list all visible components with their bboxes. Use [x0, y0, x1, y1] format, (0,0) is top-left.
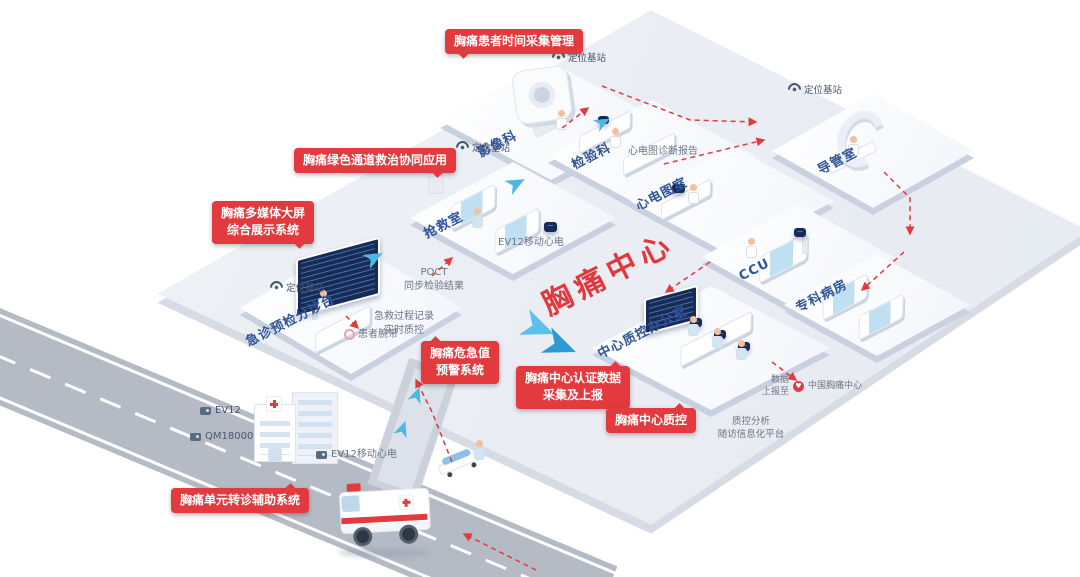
- blue-flow-arrows: [362, 118, 610, 439]
- person-figure: [848, 136, 859, 156]
- base-station-label: 定位基站: [549, 47, 606, 67]
- callout-time-collection: 胸痛患者时间采集管理: [445, 29, 584, 60]
- hospital-back-block: [292, 392, 338, 464]
- person-figure: [318, 290, 329, 310]
- hospital-door: [268, 448, 282, 462]
- rescue-record-label: 急救过程记录 实时质控: [374, 311, 434, 336]
- qc-monitor: [690, 318, 702, 327]
- callout-cert-data: 胸痛中心认证数据 采集及上报: [516, 361, 631, 409]
- data-upload-label: 数据 上报至 中国胸痛中心: [762, 374, 862, 398]
- base-station-icon: [453, 137, 472, 157]
- base-station-label: 定位基站: [453, 137, 510, 157]
- callout-multimedia: 胸痛多媒体大屏 综合展示系统: [212, 201, 315, 249]
- ev12-mobile-ecg-device: [544, 222, 557, 232]
- base-station-icon: [785, 79, 804, 99]
- qm18000-device-label: QM18000: [190, 430, 253, 444]
- road-center-line: [0, 355, 530, 577]
- ramp-road-surface: [376, 368, 450, 492]
- base-station-icon: [267, 277, 286, 297]
- ev12-device-label: EV12: [200, 404, 241, 418]
- ecg-report-label: 心电图诊断报告: [628, 146, 698, 157]
- ambulance-shadow: [338, 548, 430, 558]
- person-figure: [736, 340, 747, 360]
- ev12-mobile-ecg-label-top: EV12移动心电: [498, 237, 564, 248]
- base-station-label: 定位基站: [785, 79, 842, 99]
- person-figure: [556, 110, 567, 130]
- callout-center-qc: 胸痛中心质控: [606, 403, 697, 434]
- qc-monitor: [714, 330, 726, 339]
- camera-device-icon: [200, 406, 211, 415]
- qc-analysis-label: 质控分析 随访信息化平台: [717, 416, 785, 440]
- person-figure: [472, 208, 483, 228]
- wristband-icon: [344, 329, 355, 341]
- person-figure: [746, 238, 757, 258]
- device-icon: [316, 450, 327, 459]
- china-cpc-logo-icon: [793, 380, 805, 392]
- patient-monitor: [794, 228, 806, 237]
- hospital-cross-icon: [266, 396, 282, 412]
- qc-monitor: [738, 342, 750, 351]
- person-figure: [712, 328, 723, 348]
- iv-pole: [802, 236, 808, 254]
- camera-device-icon: [190, 432, 201, 441]
- base-station-label: 定位基站: [267, 277, 324, 297]
- person-figure: [688, 184, 699, 204]
- wristband-label: 患者腕带: [344, 328, 398, 342]
- red-dashed-routes: [345, 85, 915, 571]
- poct-label: POCT 同步检验结果: [404, 267, 464, 292]
- ecg-monitor: [672, 184, 685, 193]
- hospital-building: [250, 392, 340, 468]
- callout-green-channel: 胸痛绿色通道救治协同应用: [294, 148, 457, 179]
- ev12-mobile-ecg-label-bottom: EV12移动心电: [316, 448, 397, 462]
- person-figure: [474, 440, 485, 460]
- callout-critical-alert: 胸痛危急值 预警系统: [421, 336, 500, 384]
- person-figure: [610, 128, 621, 148]
- callout-transfer-assist: 胸痛单元转诊辅助系统: [171, 483, 310, 514]
- person-figure: [688, 316, 699, 336]
